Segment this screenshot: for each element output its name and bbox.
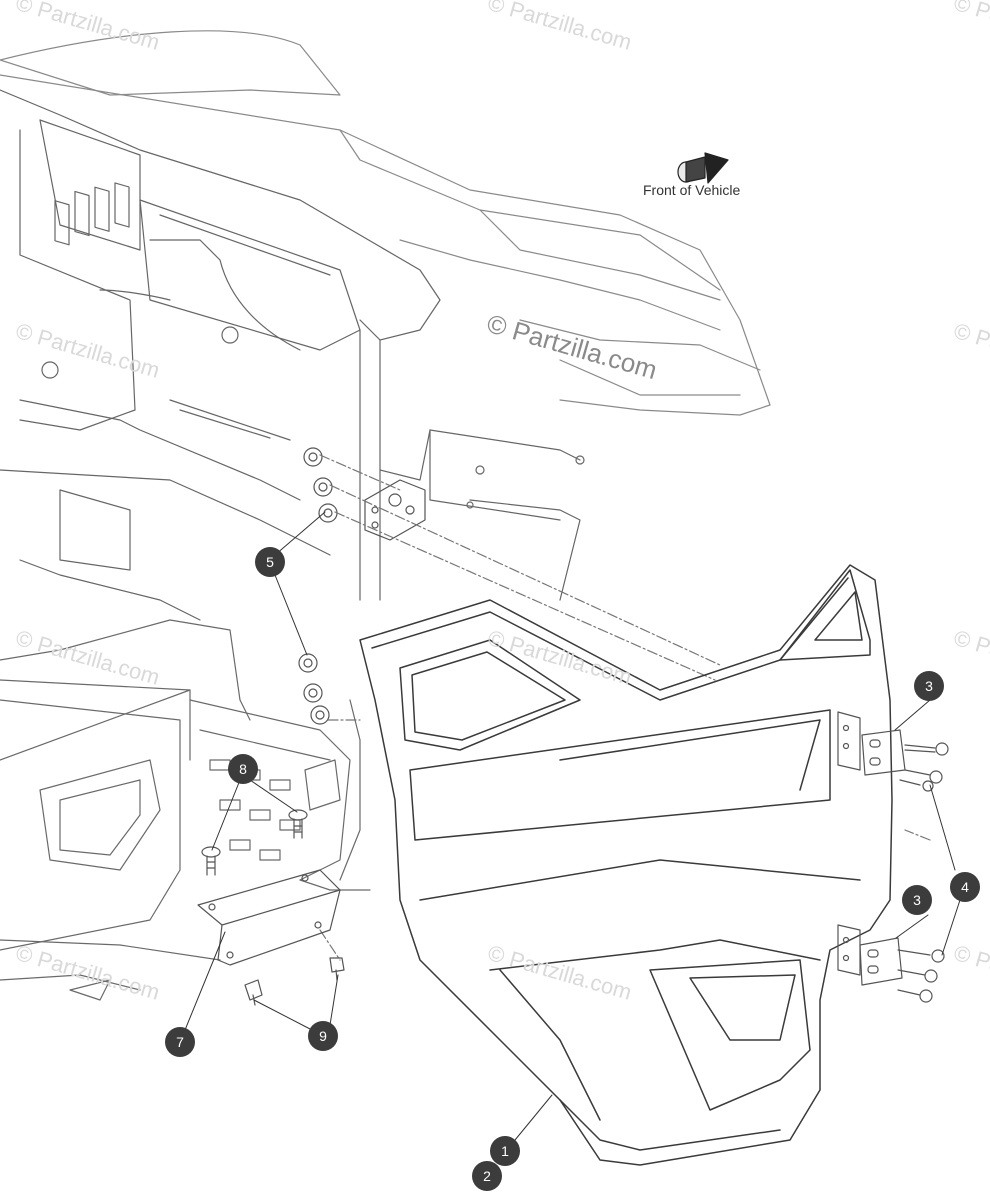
callout-3-upper[interactable]: 3 <box>914 671 944 701</box>
screw-set <box>201 809 308 876</box>
vehicle-floor <box>0 619 371 1001</box>
nut-set <box>298 447 338 725</box>
vehicle-hood <box>0 30 771 416</box>
leader-lines <box>184 511 961 1141</box>
front-of-vehicle-label: Front of Vehicle <box>643 182 741 198</box>
hinge-plate-upper <box>837 711 906 776</box>
bolt-set <box>897 742 949 1003</box>
push-rivet-set <box>244 957 345 1006</box>
step-bracket <box>197 869 341 966</box>
callout-2[interactable]: 2 <box>472 1161 502 1191</box>
callout-4[interactable]: 4 <box>950 872 980 902</box>
callout-1[interactable]: 1 <box>490 1136 520 1166</box>
arrow-icon <box>677 152 729 184</box>
door-panel <box>359 564 893 1166</box>
callout-3-lower[interactable]: 3 <box>902 885 932 915</box>
upper-hinge-bracket <box>364 479 426 541</box>
callout-7[interactable]: 7 <box>165 1027 195 1057</box>
callout-5[interactable]: 5 <box>255 547 285 577</box>
callout-9[interactable]: 9 <box>308 1021 338 1051</box>
hinge-plate-lower <box>837 924 903 986</box>
callout-8[interactable]: 8 <box>228 754 258 784</box>
vehicle-dashboard <box>0 89 585 621</box>
alignment-lines <box>319 454 931 961</box>
